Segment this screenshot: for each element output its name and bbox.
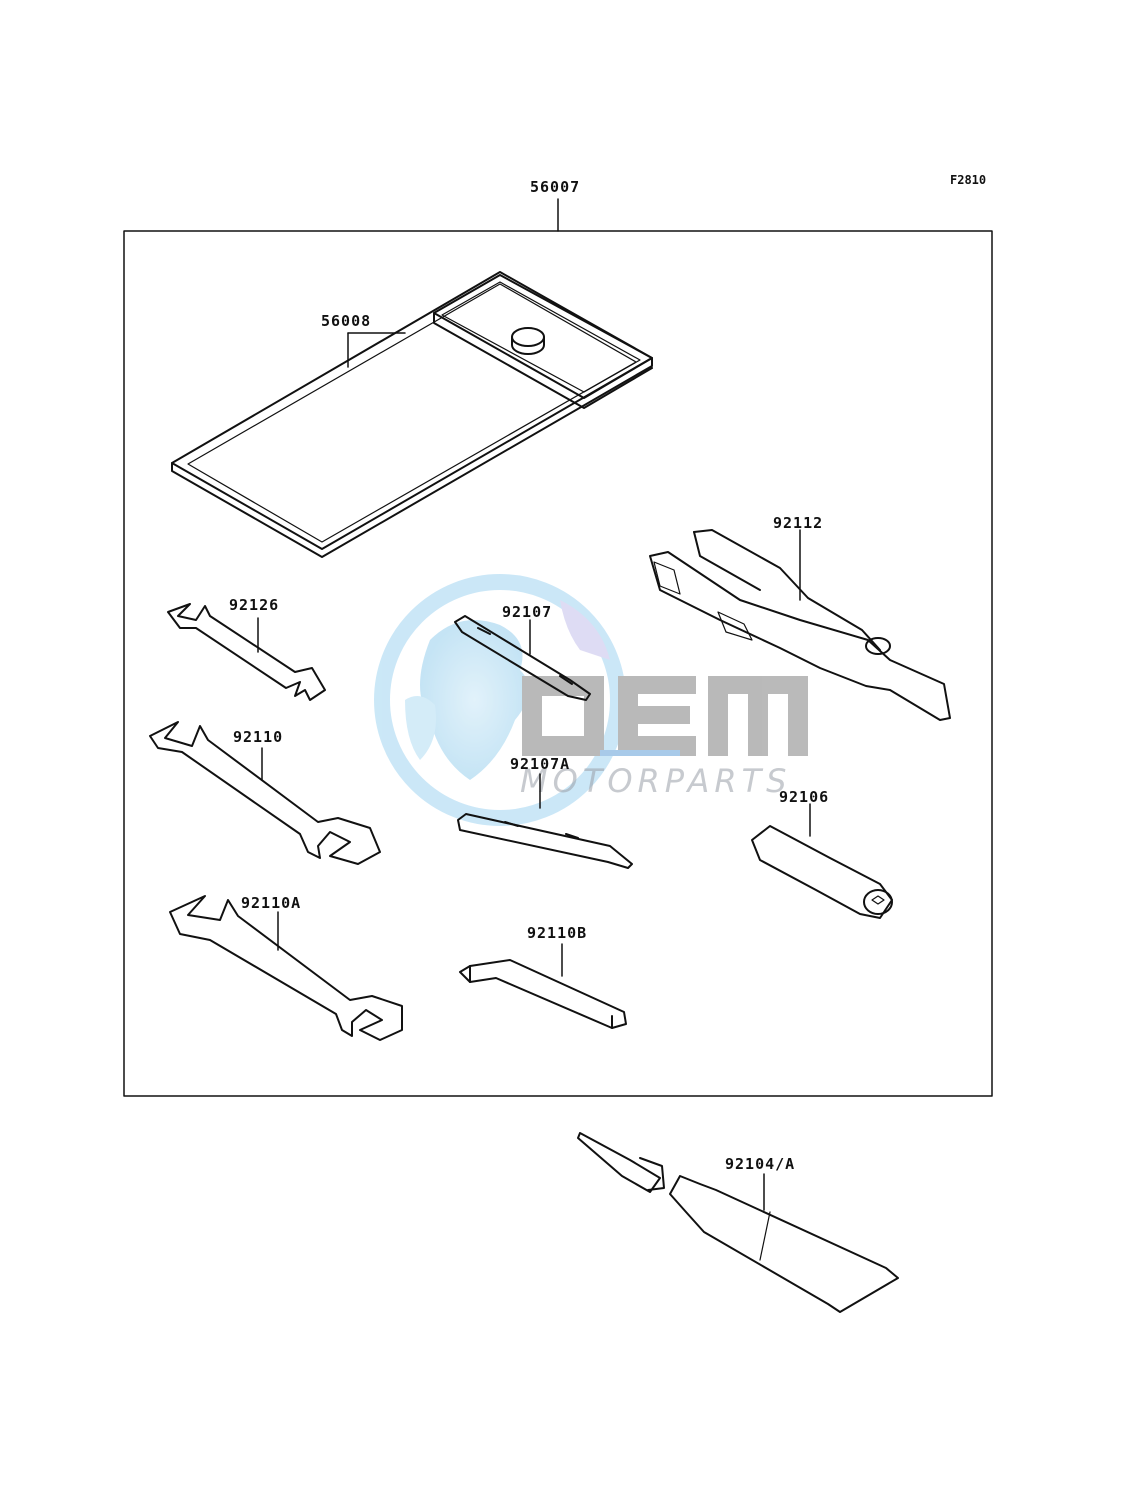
label-92112: 92112 bbox=[773, 514, 824, 532]
wrench-92110a-drawing bbox=[169, 895, 403, 1041]
label-92110a: 92110A bbox=[241, 894, 302, 912]
wrench-92110-drawing bbox=[149, 721, 381, 865]
label-56007: 56007 bbox=[530, 178, 581, 196]
tool-case-drawing bbox=[171, 271, 653, 558]
figure-code: F2810 bbox=[950, 173, 987, 187]
label-56008: 56008 bbox=[321, 312, 372, 330]
label-92107a: 92107A bbox=[510, 755, 571, 773]
pliers-92112-drawing bbox=[649, 529, 951, 721]
label-92106: 92106 bbox=[779, 788, 830, 806]
label-92126: 92126 bbox=[229, 596, 280, 614]
label-92104a: 92104/A bbox=[725, 1155, 796, 1173]
oem-logo bbox=[522, 676, 604, 756]
tool-92106-drawing bbox=[751, 803, 893, 919]
watermark-text: MOTORPARTS bbox=[520, 762, 792, 800]
hex-key-92110b-drawing bbox=[459, 943, 627, 1029]
label-92110b: 92110B bbox=[527, 924, 588, 942]
label-92110: 92110 bbox=[233, 728, 284, 746]
wrench-92126-drawing bbox=[167, 603, 326, 701]
screwdriver-92107a-drawing bbox=[457, 773, 633, 869]
tube-92104a-drawing bbox=[577, 1132, 899, 1313]
screwdriver-92107-drawing bbox=[454, 615, 591, 701]
label-92107: 92107 bbox=[502, 603, 553, 621]
